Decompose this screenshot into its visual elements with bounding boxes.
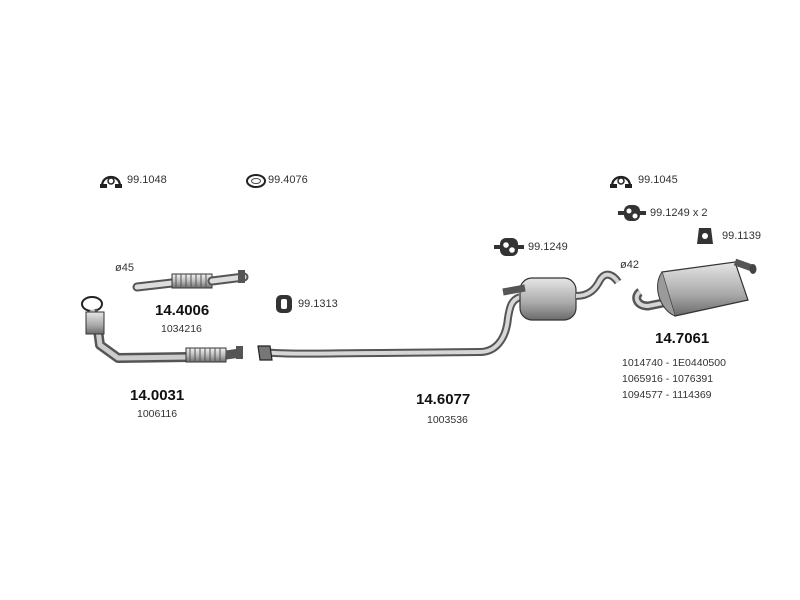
part-code: 14.6077 <box>416 391 471 408</box>
part-reference: 1014740 - 1E0440500 <box>622 357 726 369</box>
clamp-part-number: 99.1048 <box>127 174 167 186</box>
rubber-hanger-icon <box>276 295 292 313</box>
gasket-ring-part-number: 99.4076 <box>268 174 308 186</box>
hanger-part-number: 99.1249 x 2 <box>650 207 708 219</box>
part-reference: 1094577 - 1114369 <box>622 389 712 401</box>
gasket-ring-icon <box>246 174 266 188</box>
part-reference: 1006116 <box>137 408 178 420</box>
part-code: 14.7061 <box>655 330 710 347</box>
rubber-hanger-icon <box>697 228 713 244</box>
front-pipe-part <box>81 296 243 363</box>
rubber-hanger-icon <box>618 205 646 221</box>
rear-silencer-part <box>632 258 757 317</box>
clamp-icon <box>100 175 122 188</box>
hanger-part-number: 99.1313 <box>298 298 338 310</box>
part-reference: 1065916 - 1076391 <box>622 373 714 385</box>
clamp-icon <box>610 175 632 188</box>
hanger-part-number: 99.1139 <box>722 230 761 242</box>
rubber-hanger-icon <box>494 238 524 256</box>
part-code: 14.4006 <box>155 302 210 319</box>
diameter-label: ø45 <box>115 262 134 274</box>
diameter-label: ø42 <box>620 259 639 271</box>
part-code: 14.0031 <box>130 387 185 404</box>
flex-pipe-part <box>132 270 249 292</box>
part-reference: 1003536 <box>427 414 468 426</box>
hanger-part-number: 99.1249 <box>528 241 568 253</box>
middle-pipe-part <box>257 270 622 361</box>
part-reference: 1034216 <box>161 323 202 335</box>
clamp-part-number: 99.1045 <box>638 174 678 186</box>
